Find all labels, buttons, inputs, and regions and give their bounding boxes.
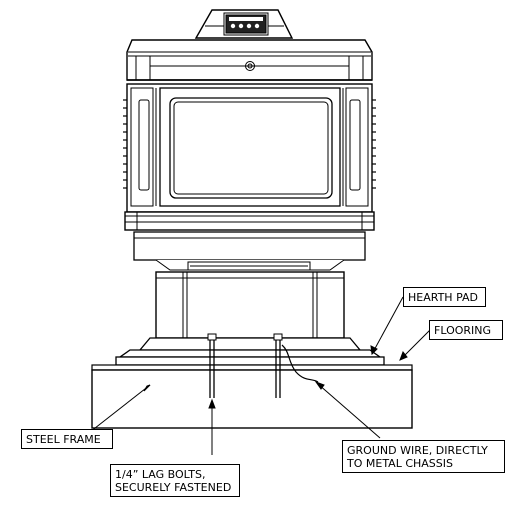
callout-flooring: FLOORING	[429, 320, 503, 340]
lag-bolts-label-line2: SECURELY FASTENED	[115, 481, 232, 494]
ground-wire	[281, 344, 319, 383]
callout-steel-frame: STEEL FRAME	[21, 429, 113, 449]
stove-pedestal-foot	[117, 333, 383, 358]
stove-pedestal	[155, 271, 345, 339]
hearth-pad	[115, 356, 385, 366]
stove-base-band	[124, 211, 375, 271]
leader-lines	[89, 296, 431, 455]
flooring-label: FLOORING	[434, 324, 492, 337]
flooring	[91, 364, 413, 371]
hearth-pad-label: HEARTH PAD	[408, 291, 479, 304]
lag-bolts-label-line1: 1/4” LAG BOLTS,	[115, 468, 206, 481]
ground-wire-label-line1: GROUND WIRE, DIRECTLY	[347, 444, 488, 457]
stove-main-body	[123, 83, 376, 213]
control-panel-housing	[194, 9, 294, 39]
callout-hearth-pad: HEARTH PAD	[403, 287, 486, 307]
steel-frame-label: STEEL FRAME	[26, 433, 101, 446]
steel-frame	[91, 369, 413, 429]
callout-ground-wire: GROUND WIRE, DIRECTLY TO METAL CHASSIS	[342, 440, 505, 473]
ground-wire-label-line2: TO METAL CHASSIS	[347, 457, 453, 470]
stove-top-section	[126, 39, 373, 85]
lag-bolts	[209, 340, 281, 398]
callout-lag-bolts: 1/4” LAG BOLTS, SECURELY FASTENED	[110, 464, 240, 497]
